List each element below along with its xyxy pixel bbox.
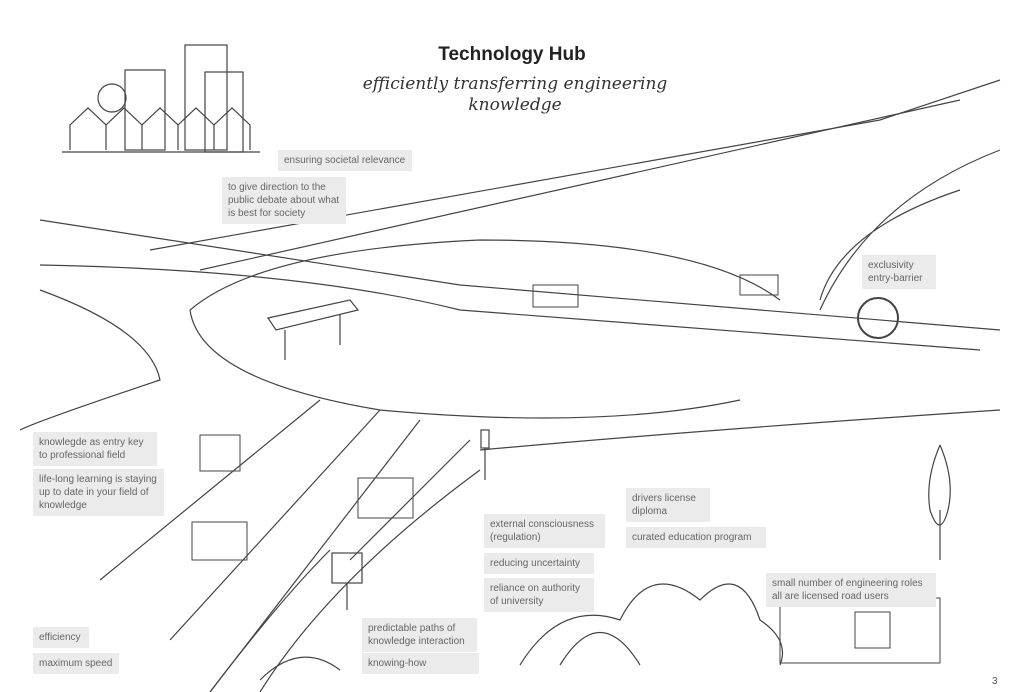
label-external-consciousness: external consciousness (regulation) <box>484 514 605 548</box>
label-direction: to give direction to the public debate a… <box>222 177 346 224</box>
page-number: 3 <box>992 676 998 687</box>
page-subtitle: efficiently transferring engineering kno… <box>362 74 668 115</box>
label-maximum-speed: maximum speed <box>33 653 119 674</box>
label-exclusivity: exclusivity entry-barrier <box>862 255 936 289</box>
label-societal-relevance: ensuring societal relevance <box>278 150 412 171</box>
label-reducing-uncertainty: reducing uncertainty <box>484 553 594 574</box>
city-skyline-icon <box>62 44 260 153</box>
label-curated-program: curated education program <box>626 527 766 548</box>
label-engineering-roles: small number of engineering roles all ar… <box>766 573 936 607</box>
page-title: Technology Hub <box>438 44 586 65</box>
no-tractor-sign-icon <box>857 297 899 339</box>
label-knowing-how: knowing-how <box>362 653 479 674</box>
label-entry-key: knowlegde as entry key to professional f… <box>33 432 157 466</box>
roads <box>19 79 1001 692</box>
label-efficiency: efficiency <box>33 627 89 648</box>
label-reliance-authority: reliance on authority of university <box>484 578 594 612</box>
label-predictable-paths: predictable paths of knowledge interacti… <box>362 618 477 652</box>
label-drivers-license: drivers license diploma <box>626 488 710 522</box>
label-lifelong-learning: life-long learning is staying up to date… <box>33 469 164 516</box>
